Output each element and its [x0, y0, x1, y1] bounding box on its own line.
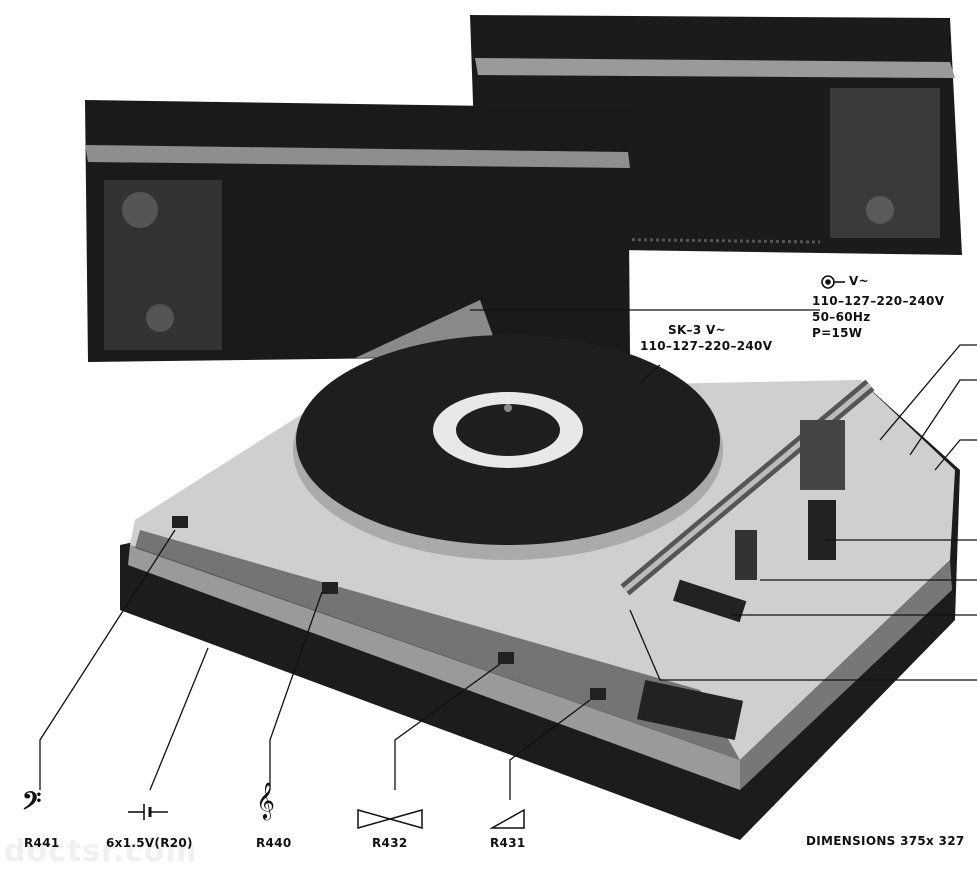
treble-clef-icon: 𝄞 — [256, 781, 275, 819]
balance-icon — [357, 809, 423, 829]
speaker-voltages: 110–127–220–240V — [640, 339, 773, 353]
leader-lines — [39, 309, 977, 800]
power-frequency: 50–60Hz — [812, 310, 871, 324]
label-r440: R440 — [256, 836, 292, 850]
tonearm — [620, 379, 875, 623]
slider-knobs — [172, 516, 606, 700]
platter — [293, 335, 723, 560]
dimensions-label: DIMENSIONS 375x 327 — [806, 834, 965, 848]
label-r432: R432 — [372, 836, 408, 850]
label-battery: 6x1.5V(R20) — [106, 836, 193, 850]
label-r441: R441 — [24, 836, 60, 850]
volume-icon — [490, 808, 525, 829]
speaker-front — [85, 100, 630, 362]
speaker-model: SK–3 V~ — [668, 323, 726, 337]
power-voltages: 110–127–220–240V — [812, 294, 945, 308]
power-rating: P=15W — [812, 326, 863, 340]
battery-icon — [128, 804, 168, 820]
bass-clef-icon: 𝄢 — [22, 787, 42, 822]
watermark: doctsr.com — [4, 834, 198, 869]
power-symbol: V~ — [849, 274, 869, 288]
power-plug-icon — [821, 275, 845, 289]
label-r431: R431 — [490, 836, 526, 850]
